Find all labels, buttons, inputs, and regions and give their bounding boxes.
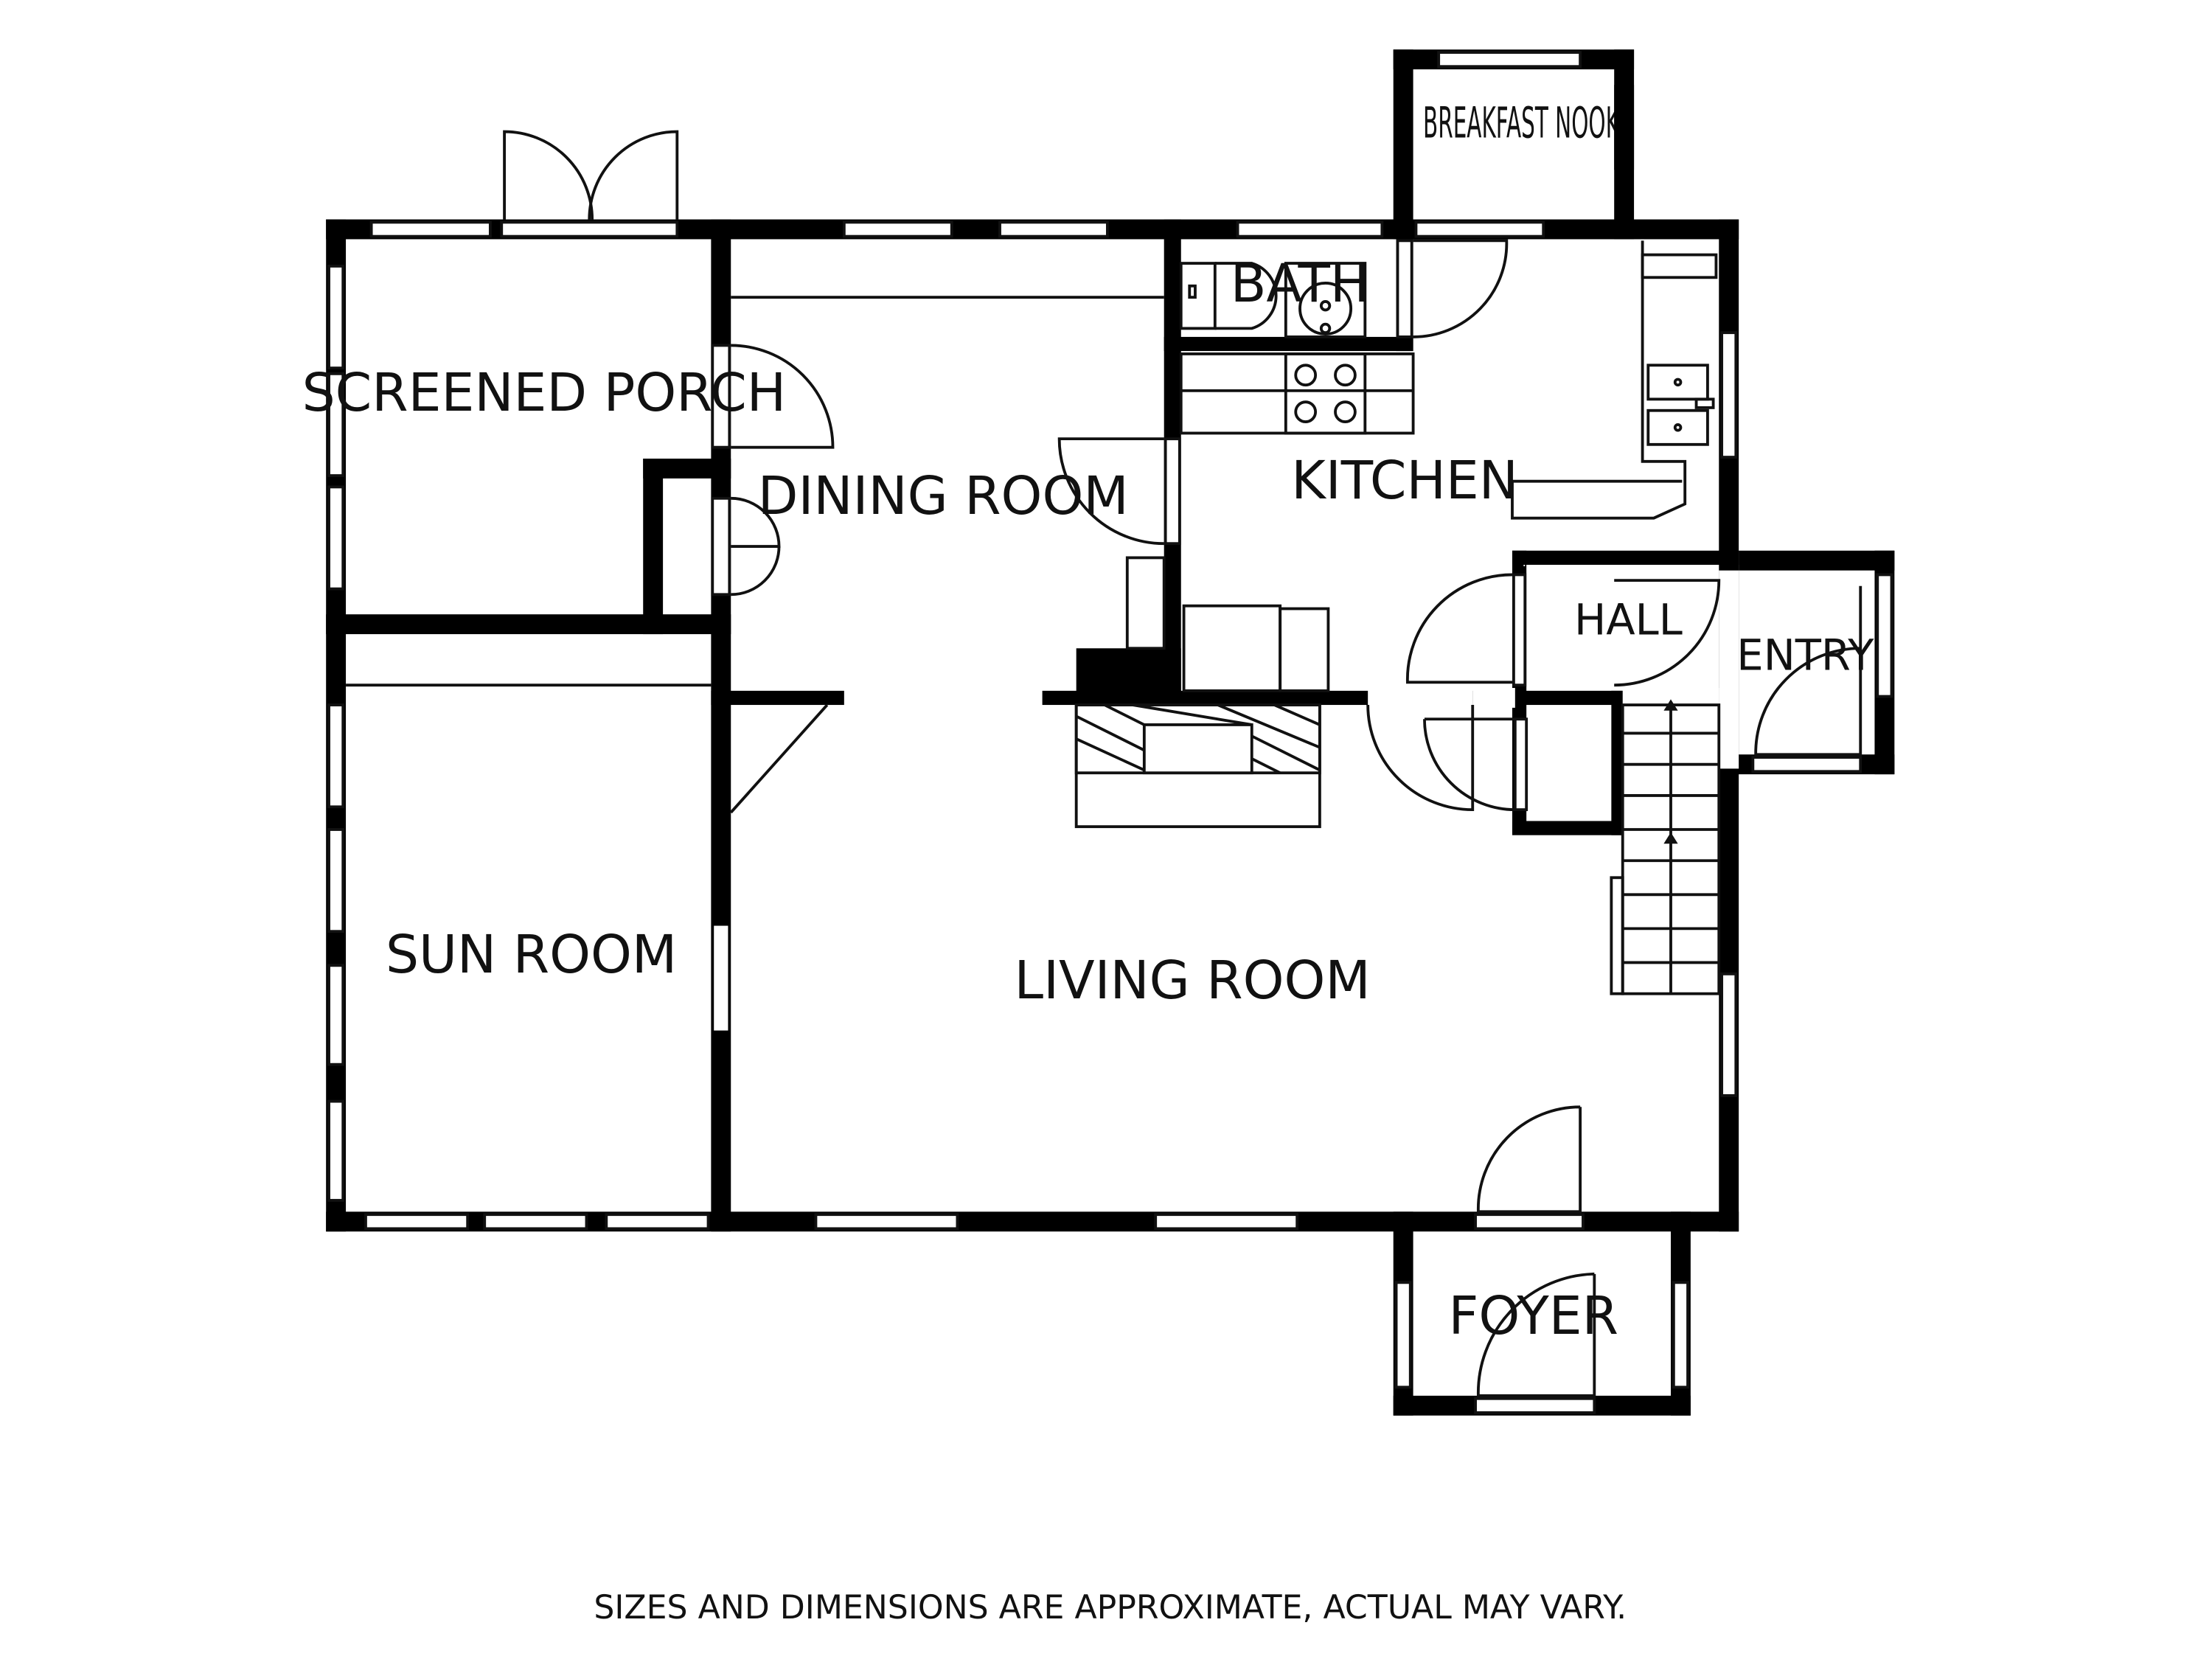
label-living-room: LIVING ROOM (1015, 950, 1371, 1011)
stairs-arrow-mid (1663, 832, 1678, 844)
fixtures (346, 240, 1721, 995)
windows (327, 51, 1893, 1414)
bath-sink (1284, 262, 1367, 338)
porch-french-door (503, 130, 679, 220)
label-entry: ENTRY (1736, 630, 1874, 680)
disclaimer: SIZES AND DIMENSIONS ARE APPROXIMATE, AC… (594, 1589, 1627, 1627)
kitchen-right-counter (1511, 240, 1718, 520)
foyer-inner-door (1476, 1105, 1582, 1214)
label-kitchen: KITCHEN (1291, 450, 1518, 511)
label-bath: BATH (1231, 253, 1370, 314)
bath-door (1396, 239, 1509, 338)
stairs (1610, 699, 1721, 995)
dining-west-door (711, 344, 835, 449)
label-foyer: FOYER (1449, 1285, 1618, 1346)
kitchen-west-door (1057, 437, 1181, 546)
toilet (1179, 262, 1278, 330)
kitchen-appliance (1125, 556, 1330, 692)
closet-door (711, 496, 781, 597)
doors (503, 130, 1863, 1397)
front-door (1476, 1272, 1596, 1397)
living-hall-doors (1366, 705, 1528, 812)
label-screened-porch: SCREENED PORCH (302, 362, 787, 423)
stairs-arrow-up (1663, 699, 1678, 711)
room-labels: SCREENED PORCH DINING ROOM BATH BREAKFAS… (302, 98, 1875, 1346)
hall-door (1405, 573, 1527, 687)
label-hall: HALL (1574, 595, 1683, 644)
hall-closet-door (1614, 579, 1721, 687)
label-breakfast-nook: BREAKFAST NOOK (1423, 98, 1620, 147)
nook-wall-edge (1614, 85, 1635, 170)
label-sun-room: SUN ROOM (386, 924, 677, 985)
label-dining-room: DINING ROOM (758, 465, 1129, 526)
entry-door (1754, 585, 1863, 757)
kitchen-stove-counter (1179, 352, 1415, 435)
openings (714, 564, 1739, 1031)
fireplace (1074, 703, 1321, 829)
